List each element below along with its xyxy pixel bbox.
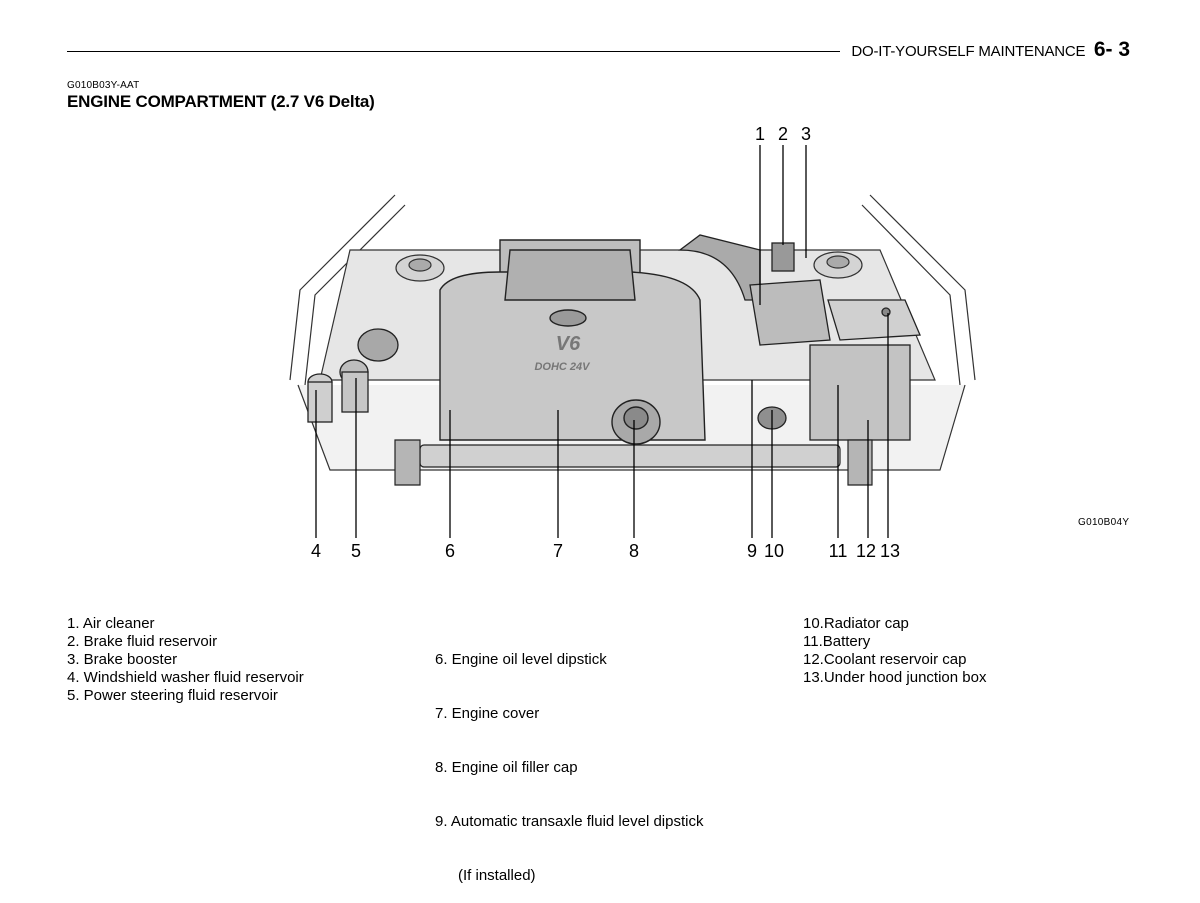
running-header: DO-IT-YOURSELF MAINTENANCE 6- 3 bbox=[851, 38, 1130, 62]
legend-item: 12.Coolant reservoir cap bbox=[803, 651, 967, 668]
legend-column-1: 1. Air cleaner 2. Brake fluid reservoir … bbox=[67, 615, 304, 705]
callout-2: 2 bbox=[777, 124, 788, 144]
legend-item: 11.Battery bbox=[803, 633, 871, 650]
callout-5: 5 bbox=[350, 541, 361, 561]
page-title: ENGINE COMPARTMENT (2.7 V6 Delta) bbox=[67, 92, 375, 111]
engine-compartment-illustration: V6 DOHC 24V bbox=[289, 145, 976, 538]
legend-item: 13.Under hood junction box bbox=[803, 669, 987, 686]
legend-item: 10.Radiator cap bbox=[803, 615, 909, 632]
legend-item: 7. Engine cover bbox=[435, 705, 540, 722]
legend-item: (If installed) bbox=[458, 867, 536, 884]
cover-logo-text: V6 bbox=[556, 333, 581, 355]
header-rule bbox=[67, 51, 840, 52]
page-number: 6- 3 bbox=[1093, 38, 1130, 61]
legend-column-2: 6. Engine oil level dipstick 7. Engine c… bbox=[435, 615, 703, 903]
figure-code: G010B04Y bbox=[1078, 517, 1130, 528]
callout-13: 13 bbox=[879, 541, 901, 561]
callout-11: 11 bbox=[828, 541, 848, 561]
callout-9: 9 bbox=[746, 541, 757, 561]
callout-4: 4 bbox=[310, 541, 321, 561]
callout-3: 3 bbox=[800, 124, 811, 144]
callout-6: 6 bbox=[444, 541, 455, 561]
callout-7: 7 bbox=[552, 541, 563, 561]
doc-code: G010B03Y-AAT bbox=[67, 80, 140, 91]
callout-8: 8 bbox=[628, 541, 639, 561]
legend-item: 1. Air cleaner bbox=[67, 615, 155, 632]
legend-column-3: 10.Radiator cap 11.Battery 12.Coolant re… bbox=[803, 615, 986, 687]
callout-12: 12 bbox=[855, 541, 877, 561]
callout-1: 1 bbox=[754, 124, 765, 144]
legend-item: 8. Engine oil filler cap bbox=[435, 759, 578, 776]
legend-item: 6. Engine oil level dipstick bbox=[435, 651, 607, 668]
cover-dohc-text: DOHC 24V bbox=[534, 361, 591, 373]
legend-item: 9. Automatic transaxle fluid level dipst… bbox=[435, 813, 704, 830]
legend-item: 3. Brake booster bbox=[67, 651, 178, 668]
legend-item: 5. Power steering fluid reservoir bbox=[67, 687, 278, 704]
legend-item: 4. Windshield washer fluid reservoir bbox=[67, 669, 304, 686]
section-title: DO-IT-YOURSELF MAINTENANCE bbox=[851, 43, 1086, 60]
callout-10: 10 bbox=[763, 541, 785, 561]
legend-item: 2. Brake fluid reservoir bbox=[67, 633, 218, 650]
